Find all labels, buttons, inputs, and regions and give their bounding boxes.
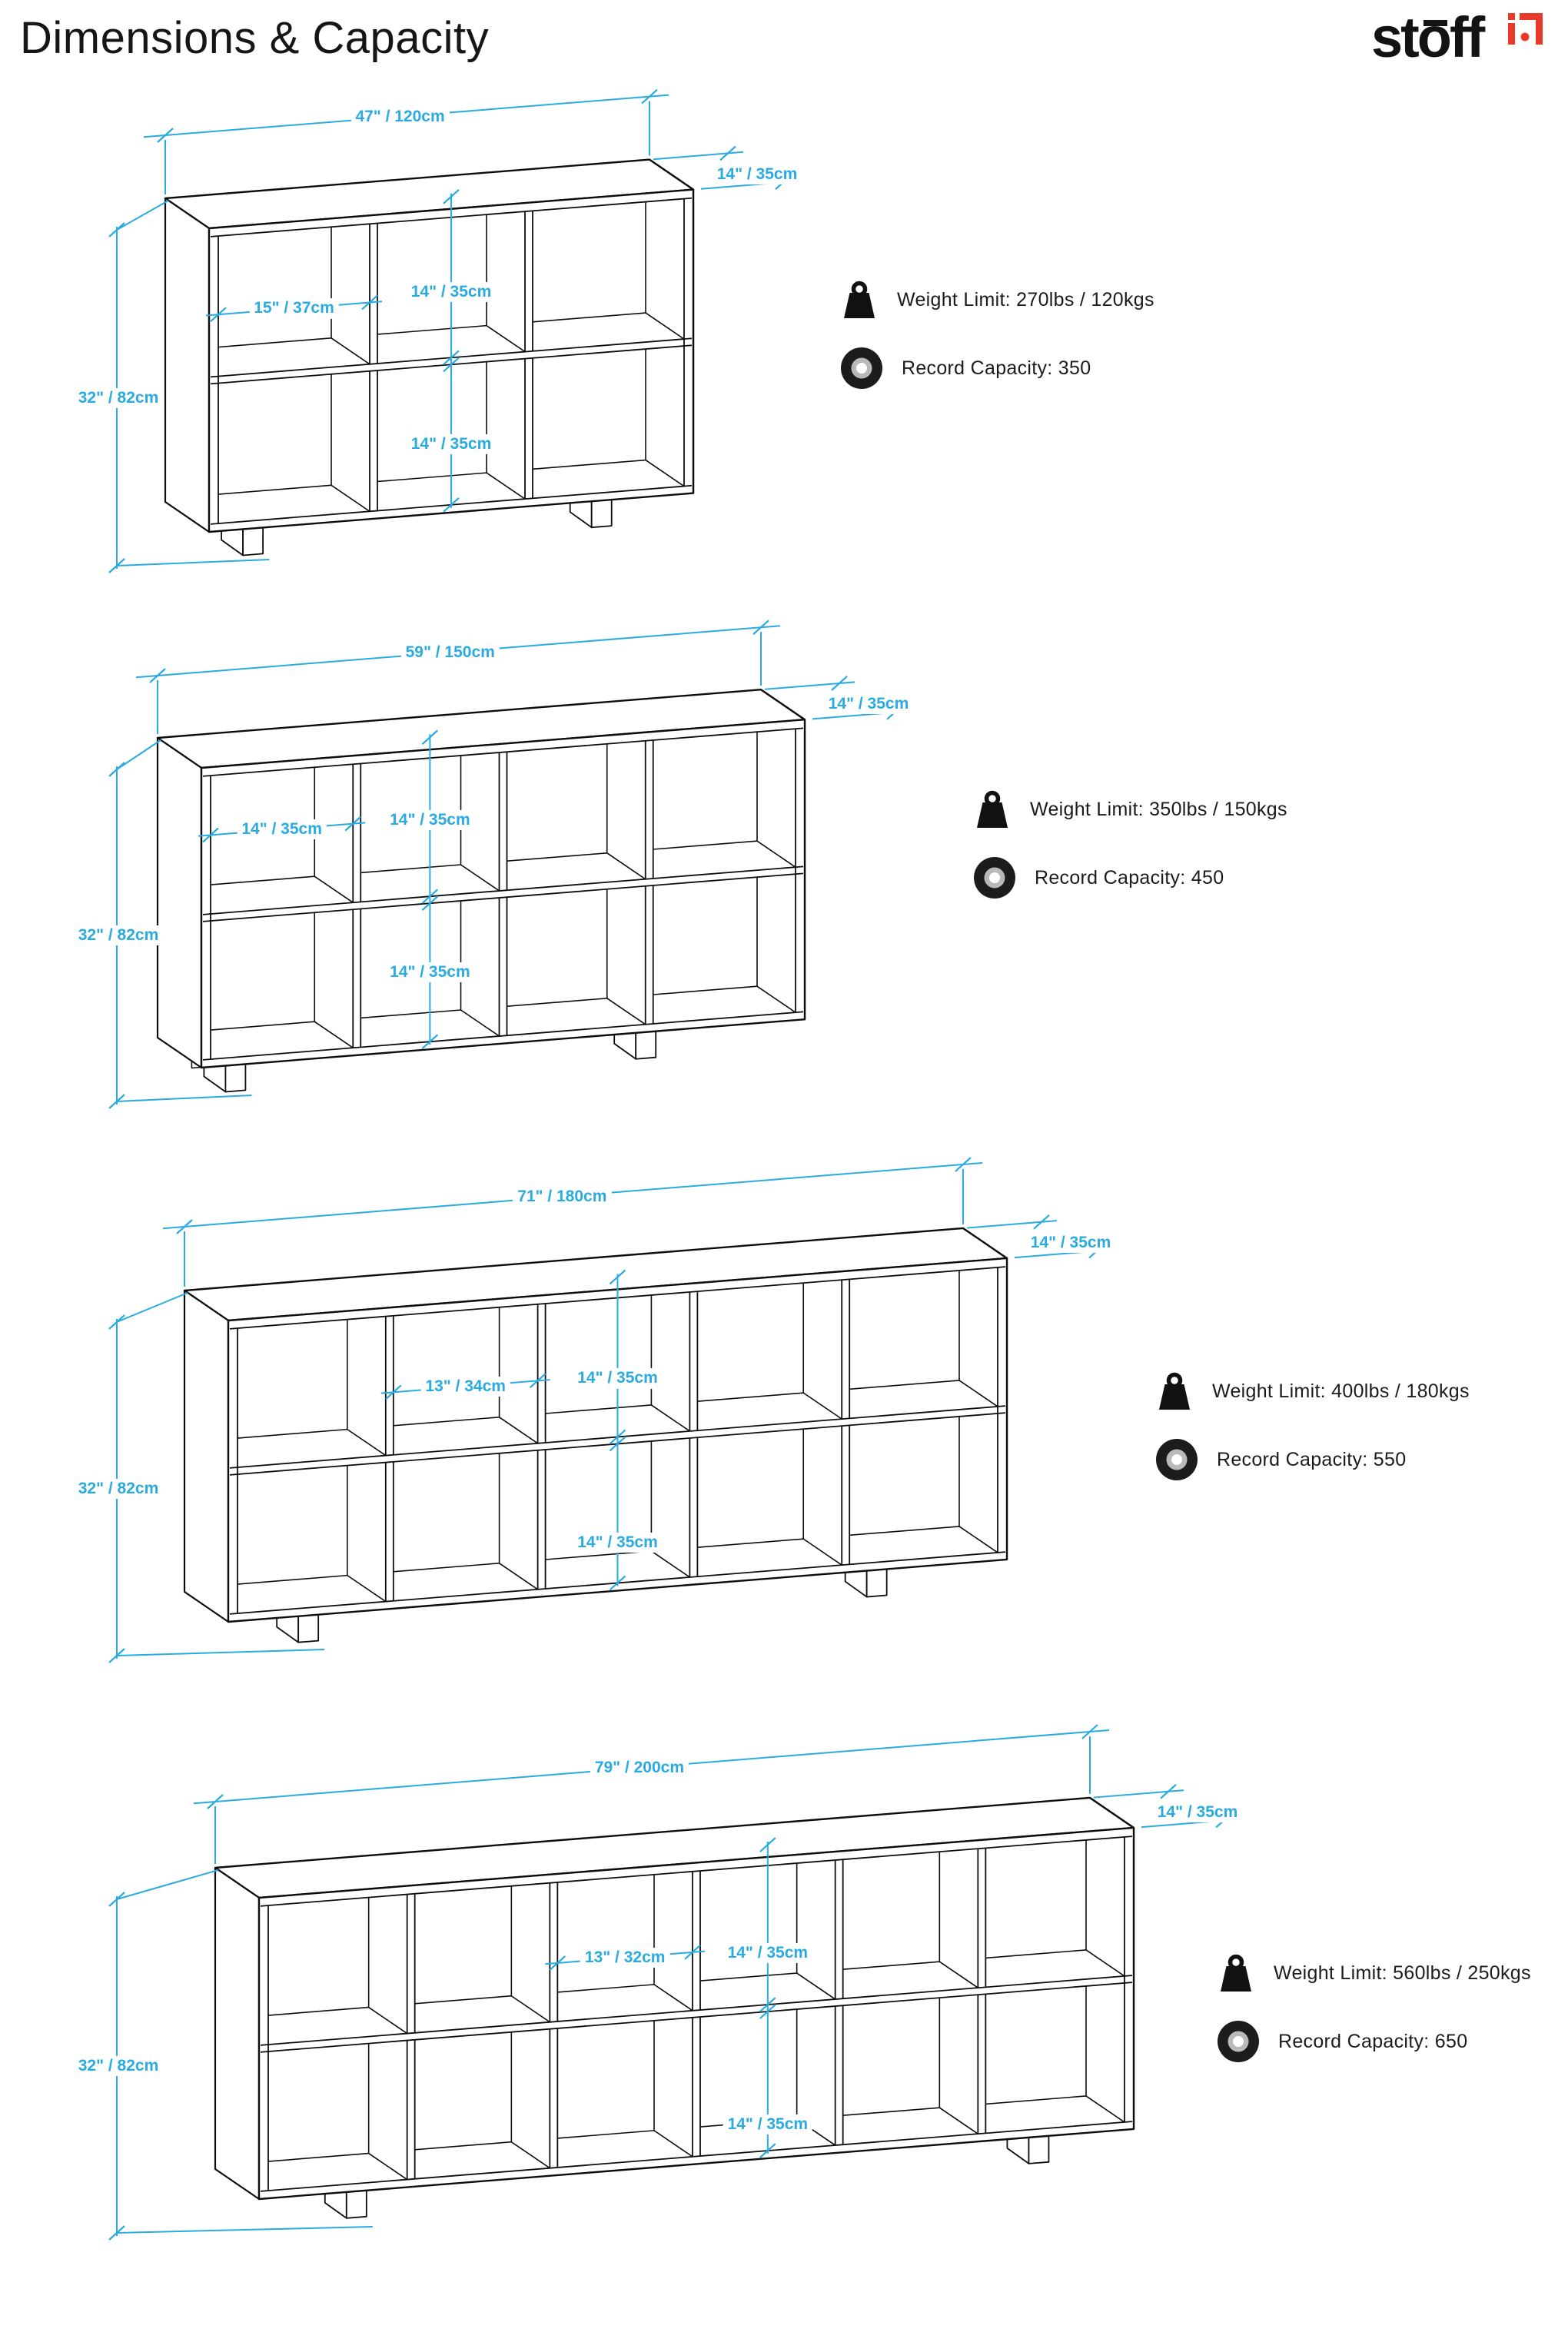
record-icon <box>1218 2021 1259 2062</box>
shelf-figure-8-cubby <box>108 620 911 1109</box>
weight-limit-text: Weight Limit: 560lbs / 250kgs <box>1274 1962 1531 1984</box>
page-title: Dimensions & Capacity <box>20 13 490 63</box>
weight-icon <box>1221 1954 1251 1992</box>
record-capacity-row: Record Capacity: 550 <box>1155 1439 1470 1480</box>
weight-limit-row: Weight Limit: 350lbs / 150kgs <box>973 789 1287 830</box>
cubby-interiors <box>268 1836 1125 2191</box>
record-capacity-text: Record Capacity: 350 <box>902 357 1091 379</box>
cubby-interiors <box>211 729 796 1060</box>
weight-limit-text: Weight Limit: 400lbs / 180kgs <box>1212 1380 1470 1402</box>
brand-logo: stoff <box>1371 5 1556 74</box>
brand-red-mark-icon <box>1508 13 1543 45</box>
record-capacity-row: Record Capacity: 350 <box>840 347 1154 389</box>
record-capacity-text: Record Capacity: 650 <box>1278 2030 1468 2052</box>
brand-o-macron <box>1423 20 1447 26</box>
weight-icon <box>977 790 1008 828</box>
weight-limit-text: Weight Limit: 350lbs / 150kgs <box>1030 798 1287 820</box>
record-icon <box>974 857 1015 899</box>
spec-block-shelf-3: Weight Limit: 400lbs / 180kgs Record Cap… <box>1155 1370 1470 1480</box>
cubby-interiors <box>238 1267 998 1614</box>
weight-limit-row: Weight Limit: 400lbs / 180kgs <box>1155 1370 1470 1412</box>
record-icon <box>841 347 882 389</box>
shelf-figure-12-cubby <box>108 1724 1240 2241</box>
record-icon <box>1156 1439 1198 1480</box>
weight-limit-row: Weight Limit: 560lbs / 250kgs <box>1217 1952 1531 1994</box>
front-face <box>257 1826 1135 2201</box>
weight-limit-row: Weight Limit: 270lbs / 120kgs <box>840 279 1154 321</box>
spec-block-shelf-1: Weight Limit: 270lbs / 120kgs Record Cap… <box>840 279 1154 389</box>
spec-block-shelf-4: Weight Limit: 560lbs / 250kgs Record Cap… <box>1217 1952 1531 2062</box>
weight-icon <box>1159 1372 1190 1410</box>
front-face <box>200 719 806 1069</box>
record-capacity-text: Record Capacity: 450 <box>1035 866 1224 889</box>
shelf-figure-10-cubby <box>108 1157 1113 1663</box>
weight-icon <box>844 281 875 318</box>
spec-block-shelf-2: Weight Limit: 350lbs / 150kgs Record Cap… <box>973 789 1287 899</box>
brand-wordmark: stoff <box>1371 5 1485 69</box>
record-capacity-row: Record Capacity: 650 <box>1217 2021 1531 2062</box>
record-capacity-text: Record Capacity: 550 <box>1217 1448 1407 1470</box>
weight-limit-text: Weight Limit: 270lbs / 120kgs <box>897 288 1154 311</box>
shelf-figure-6-cubby <box>108 88 799 573</box>
record-capacity-row: Record Capacity: 450 <box>973 857 1287 899</box>
